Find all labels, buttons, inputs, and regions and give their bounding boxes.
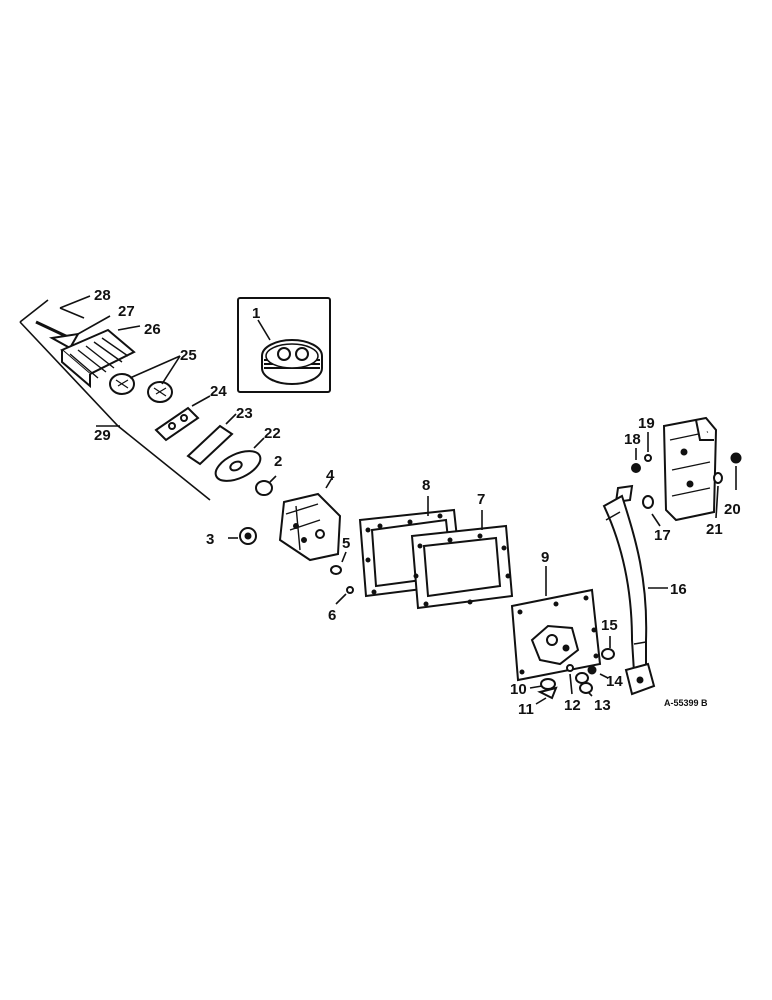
callout-23: 23 (236, 405, 253, 422)
callout-3: 3 (206, 531, 214, 548)
callout-19: 19 (638, 415, 655, 432)
callout-22: 22 (264, 425, 281, 442)
callout-18: 18 (624, 431, 641, 448)
valve-body[interactable] (662, 416, 718, 522)
callout-17: 17 (654, 527, 671, 544)
part-1-filter-inset[interactable] (237, 297, 331, 393)
part-9-valve-plate[interactable] (510, 566, 602, 682)
part-4-pump[interactable] (278, 477, 342, 562)
drawing-code: A-55399 B (664, 698, 708, 708)
part-21-o-ring[interactable] (713, 472, 723, 519)
part-16-pipe[interactable] (602, 484, 668, 696)
callout-9: 9 (541, 549, 549, 566)
part-5-o-ring[interactable] (330, 551, 347, 575)
part-12-ball[interactable] (566, 664, 574, 695)
part-19-washer[interactable] (644, 432, 652, 462)
callout-14: 14 (606, 673, 623, 690)
callout-5: 5 (342, 535, 350, 552)
assembly-29-bracket (19, 299, 211, 501)
part-10-11-fitting[interactable] (529, 678, 558, 705)
callout-29: 29 (94, 427, 111, 444)
part-27-clip[interactable] (48, 315, 111, 350)
callout-21: 21 (706, 521, 723, 538)
part-3-gear[interactable] (228, 527, 257, 545)
callout-12: 12 (564, 697, 581, 714)
part-2-bushing[interactable] (255, 475, 277, 496)
callout-4: 4 (326, 467, 335, 484)
callout-28: 28 (94, 287, 111, 304)
part-13-plug[interactable] (575, 672, 593, 697)
callout-24: 24 (210, 383, 227, 400)
part-6-ball[interactable] (335, 586, 354, 605)
part-26-filter-element[interactable] (60, 325, 141, 389)
callout-26: 26 (144, 321, 161, 338)
callout-6: 6 (328, 607, 336, 624)
part-25-cartridges[interactable] (109, 355, 181, 403)
part-14-nut[interactable] (587, 665, 609, 679)
part-7-gasket-plate[interactable] (410, 510, 514, 610)
callout-2: 2 (274, 453, 282, 470)
callout-11: 11 (518, 701, 534, 718)
callout-25: 25 (180, 347, 197, 364)
callout-27: 27 (118, 303, 135, 320)
part-24-plate[interactable] (154, 395, 211, 442)
callout-16: 16 (670, 581, 687, 598)
part-17-o-ring[interactable] (642, 495, 661, 527)
callout-1: 1 (252, 305, 260, 322)
callout-7: 7 (477, 491, 485, 508)
part-15-o-ring[interactable] (601, 636, 615, 660)
callout-15: 15 (601, 617, 618, 634)
callout-10: 10 (510, 681, 527, 698)
part-23-gasket[interactable] (186, 413, 237, 466)
part-22-cover[interactable] (211, 437, 265, 487)
part-18-nut[interactable] (631, 448, 641, 473)
callout-13: 13 (594, 697, 611, 714)
part-20-nut[interactable] (730, 452, 742, 490)
callout-8: 8 (422, 477, 430, 494)
callout-20: 20 (724, 501, 741, 518)
